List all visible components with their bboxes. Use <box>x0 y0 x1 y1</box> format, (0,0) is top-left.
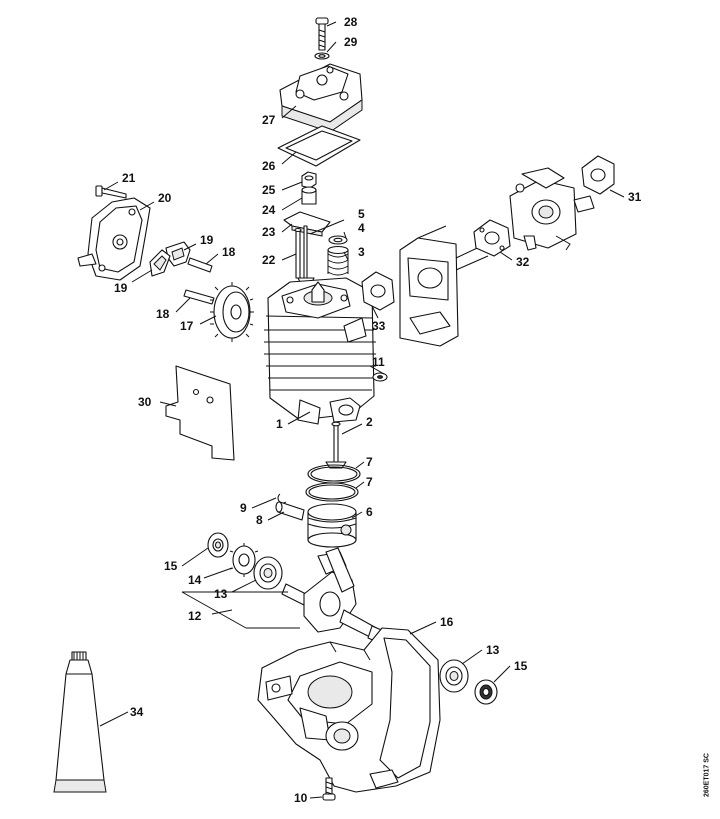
callout-22: 22 <box>262 253 276 267</box>
gasket-30 <box>165 365 235 461</box>
nut-25 <box>301 171 317 189</box>
callout-6: 6 <box>366 505 373 519</box>
callout-4: 4 <box>358 221 365 235</box>
callout-23: 23 <box>262 225 276 239</box>
pin-18-lower <box>183 289 215 305</box>
callout-19-upper: 19 <box>200 233 214 247</box>
callout-17: 17 <box>180 319 194 333</box>
valve-cover-27 <box>279 63 363 133</box>
callout-30: 30 <box>138 395 152 409</box>
crankcase-16 <box>257 627 441 793</box>
pin-18-upper <box>187 257 213 273</box>
group-bracket-12 <box>181 591 300 629</box>
callout-16: 16 <box>440 615 454 629</box>
callout-15-left: 15 <box>164 559 178 573</box>
callout-7-upper: 7 <box>366 455 373 469</box>
lever-19-upper <box>165 241 191 267</box>
callout-3: 3 <box>358 245 365 259</box>
callout-15-right: 15 <box>514 659 528 673</box>
circlip-9 <box>277 493 287 504</box>
callout-33: 33 <box>372 319 386 333</box>
leader-lines <box>99 21 625 799</box>
callout-13-left: 13 <box>214 587 228 601</box>
piston-pin-8 <box>275 501 305 521</box>
piston-ring-7-lower <box>305 482 359 502</box>
callout-29: 29 <box>344 35 358 49</box>
callout-18-upper: 18 <box>222 245 236 259</box>
callout-5: 5 <box>358 207 365 221</box>
washer-29 <box>314 52 330 60</box>
valve-spring-3 <box>327 245 349 276</box>
screw-10 <box>322 777 336 801</box>
callout-26: 26 <box>262 159 276 173</box>
piston-6 <box>307 503 357 548</box>
lever-19-lower <box>149 249 171 277</box>
callout-14: 14 <box>188 573 202 587</box>
bearing-13-left <box>253 556 283 590</box>
nut-11 <box>372 372 388 382</box>
callout-19-lower: 19 <box>114 281 128 295</box>
screw-21 <box>95 185 127 199</box>
cylinder-1 <box>264 277 376 425</box>
callout-2: 2 <box>366 415 373 429</box>
callout-10: 10 <box>294 791 308 805</box>
callout-28: 28 <box>344 15 358 29</box>
bearing-13-right <box>439 659 469 693</box>
crankshaft <box>281 547 387 645</box>
gasket-26 <box>277 125 361 167</box>
callout-7-lower: 7 <box>366 475 373 489</box>
callout-34: 34 <box>130 705 144 719</box>
callout-8: 8 <box>256 513 263 527</box>
callout-32: 32 <box>516 255 530 269</box>
callout-31: 31 <box>628 190 642 204</box>
callout-labels: 28 29 27 26 25 24 23 22 21 20 19 18 19 1… <box>114 15 642 805</box>
bearing-15-left <box>207 532 229 558</box>
spring-retainer-4 <box>328 235 348 245</box>
callout-24: 24 <box>262 203 276 217</box>
callout-21: 21 <box>122 171 136 185</box>
seal-15-right <box>474 679 498 705</box>
gasket-31 <box>581 155 615 195</box>
intake-plate <box>399 225 491 347</box>
valve-2 <box>325 421 347 469</box>
drawing-code: 260ET017 SC <box>700 735 714 815</box>
callout-25: 25 <box>262 183 276 197</box>
callout-12: 12 <box>188 609 202 623</box>
drawing-code-text: 260ET017 SC <box>703 753 711 797</box>
callout-1: 1 <box>276 417 283 431</box>
cover-20 <box>77 197 151 281</box>
callout-11: 11 <box>372 355 385 369</box>
grease-tube-34 <box>53 651 107 793</box>
push-rod-22 <box>294 227 302 279</box>
callout-27: 27 <box>262 113 276 127</box>
gasket-33 <box>361 271 395 311</box>
spacer-24 <box>301 186 317 205</box>
gasket-32 <box>473 219 511 257</box>
callout-9: 9 <box>240 501 247 515</box>
callout-18-lower: 18 <box>156 307 170 321</box>
callout-13-right: 13 <box>486 643 500 657</box>
gear-17 <box>210 282 254 342</box>
carburetor <box>509 167 595 251</box>
screw-28 <box>315 17 329 51</box>
callout-20: 20 <box>158 191 172 205</box>
